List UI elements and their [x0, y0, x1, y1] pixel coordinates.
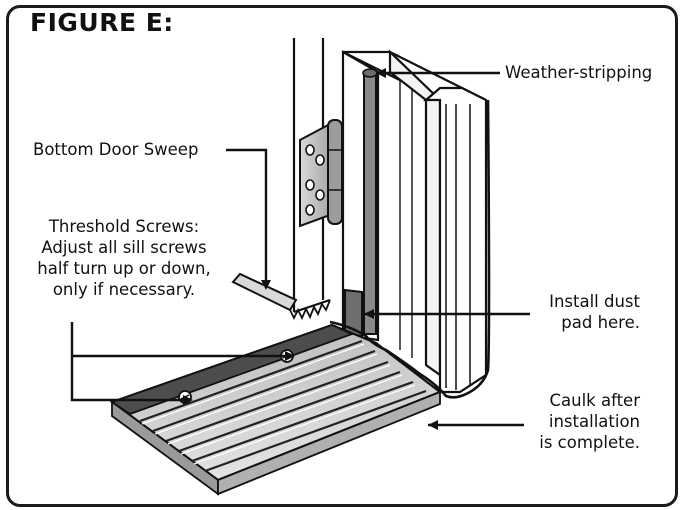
threshold — [109, 323, 443, 496]
leader-arrowheads — [183, 68, 438, 430]
weather-stripping — [362, 68, 378, 335]
threshold-screws-line-1: Threshold Screws: — [48, 217, 200, 236]
figure-frame — [6, 5, 678, 507]
leader-lines — [70, 71, 530, 427]
dust-pad-line-2: pad here. — [561, 313, 640, 332]
door-sweep — [231, 272, 331, 321]
label-weather-stripping: Weather-stripping — [505, 63, 653, 82]
figure-title: FIGURE E: — [30, 8, 174, 37]
dust-pad — [344, 288, 363, 338]
label-caulk: Caulk after installation is complete. — [520, 390, 640, 453]
caulk-line-2: installation — [548, 412, 640, 431]
threshold-screws-line-2: Adjust all sill screws — [41, 238, 207, 257]
caulk-bead — [329, 99, 491, 399]
threshold-screws-line-4: only if necessary. — [52, 280, 196, 299]
threshold-screws-line-3: half turn up or down, — [37, 259, 211, 278]
caulk-line-3: is complete. — [539, 433, 640, 452]
caulk-line-1: Caulk after — [549, 391, 640, 410]
dust-pad-line-1: Install dust — [549, 292, 640, 311]
label-bottom-door-sweep: Bottom Door Sweep — [33, 140, 199, 159]
label-threshold-screws: Threshold Screws: Adjust all sill screws… — [14, 216, 234, 300]
label-dust-pad: Install dust pad here. — [520, 291, 640, 333]
